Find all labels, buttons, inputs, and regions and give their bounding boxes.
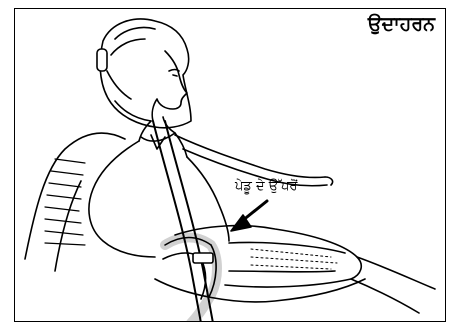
face <box>152 51 187 121</box>
callout-label: ਪੇਡੂ ਦੇ ਉੱਪਰੋਂ <box>235 179 298 194</box>
belt-buckle <box>193 253 213 263</box>
illustration-frame: ਉਦਾਹਰਨ ਪੇਡੂ ਦੇ ਉੱਪਰੋਂ <box>14 8 446 322</box>
example-heading: ਉਦਾਹਰਨ <box>368 13 435 35</box>
shoulder-belt <box>153 121 201 322</box>
lap-belt <box>165 238 217 323</box>
hair <box>100 19 191 128</box>
arm <box>175 135 325 178</box>
torso <box>89 141 155 257</box>
seatbelt-illustration <box>15 9 446 322</box>
